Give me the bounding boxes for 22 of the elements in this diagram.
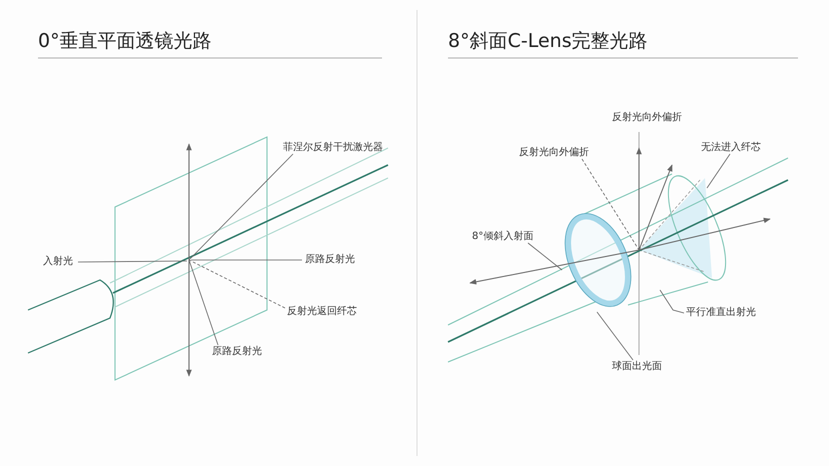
axis-label: 反射光向外偏折 <box>612 112 682 124</box>
leader-line <box>582 158 640 250</box>
leader-line <box>188 154 294 260</box>
callout-label: 球面出光面 <box>612 361 662 373</box>
heading: 8°斜面C-Lens完整光路 <box>448 30 648 52</box>
leader-line <box>188 260 218 346</box>
leader-line <box>78 260 188 262</box>
callout-label: 原路反射光 <box>212 346 262 358</box>
callout-label: 入射光 <box>43 256 73 268</box>
callout-label: 平行准直出射光 <box>686 307 756 319</box>
callout-label: 菲涅尔反射干扰激光器 <box>283 142 383 154</box>
callout-label: 反射光返回纤芯 <box>287 306 357 318</box>
leader-line <box>188 260 286 308</box>
callout-label: 无法进入纤芯 <box>701 142 761 154</box>
leader-line <box>528 242 562 270</box>
leader-line <box>596 312 634 360</box>
callout-label: 8°倾斜入射面 <box>472 231 534 243</box>
leader-line <box>706 154 730 188</box>
leader-line <box>660 290 684 314</box>
callout-label: 原路反射光 <box>305 254 355 266</box>
callout-label: 反射光向外偏折 <box>519 147 589 159</box>
heading: 0°垂直平面透镜光路 <box>38 30 212 52</box>
